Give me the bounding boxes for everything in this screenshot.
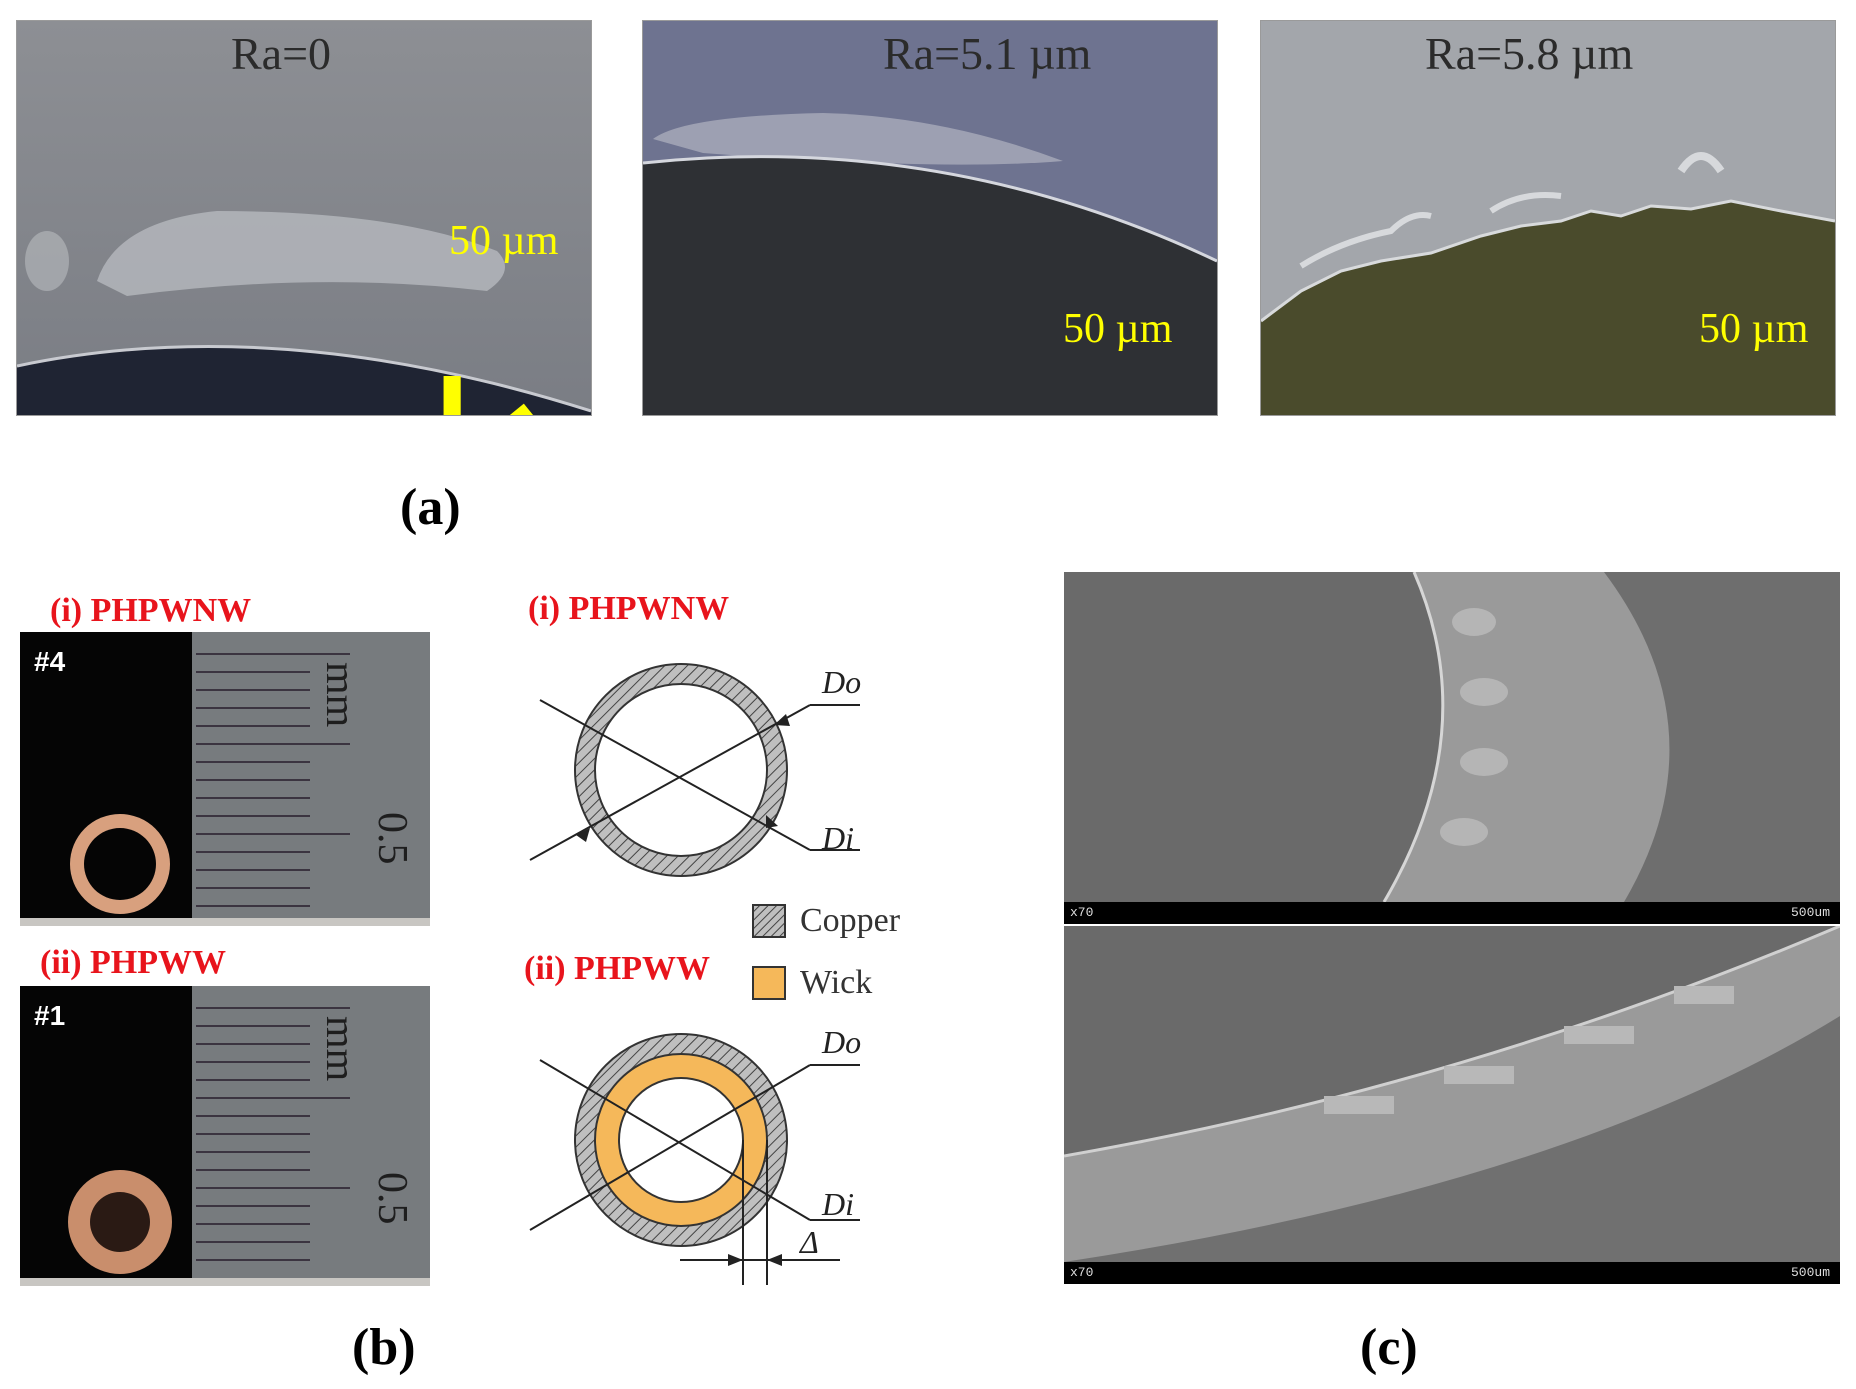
tube-photo-phpwnw: #4 mm 0.5 [20,632,430,926]
cross-section-diagram-phpwnw [529,663,860,877]
photo-title-phpwnw: (i) PHPWNW [50,592,252,629]
roughness-label: Ra=0 [231,28,332,79]
diagram-title-phpww: (ii) PHPWW [524,950,711,987]
cross-section-diagram-phpww [529,1033,860,1285]
scale-bar-label: 50 µm [1063,306,1173,352]
sem-image-bottom [1064,926,1840,1262]
scale-label: 500um [1790,905,1830,920]
sample-tag: #1 [34,1000,66,1031]
wick-thickness-label: Δ [800,1224,819,1260]
caption-c: (c) [1360,1319,1418,1376]
sem-image-ra0: Ra=0 50 µm [16,20,592,416]
ruler-unit: mm [317,1016,363,1082]
caption-b: (b) [352,1319,416,1376]
inner-diameter-label: Di [822,820,854,856]
sem-image-ra0-graphic [17,21,591,415]
sem-image-ra5-1: Ra=5.1 µm 50 µm [642,20,1218,416]
sem-image-top-graphic [1064,572,1840,924]
diagram-title-phpwnw: (i) PHPWNW [528,590,730,627]
tube-photo-graphic [20,632,430,926]
scale-label: 500um [1790,1265,1830,1280]
scale-bar-arrow [443,376,534,415]
tube-photo-phpww: #1 mm 0.5 [20,986,430,1286]
ruler-mark: 0.5 [369,812,415,865]
magnification-label: x70 [1070,1265,1094,1280]
outer-diameter-label: Do [822,664,862,700]
sample-tag: #4 [34,646,66,677]
roughness-label: Ra=5.1 µm [883,28,1092,79]
sem-image-top [1064,572,1840,924]
roughness-label: Ra=5.8 µm [1425,28,1634,79]
magnification-label: x70 [1070,905,1094,920]
outer-diameter-label: Do [822,1024,862,1060]
sem-image-bottom-graphic [1064,926,1840,1262]
legend-label-wick: Wick [800,964,873,1001]
sem-info-bar-bottom: x70 500um [1064,1262,1840,1284]
tube-photo-graphic [20,986,430,1286]
legend-swatch-copper [752,904,786,938]
legend-label-copper: Copper [800,902,901,939]
scale-bar-arrow [1689,343,1836,416]
sem-image-ra5-1-graphic [643,21,1217,415]
sem-image-ra5-8: Ra=5.8 µm 50 µm [1260,20,1836,416]
caption-a: (a) [400,479,461,536]
ruler-unit: mm [317,662,363,728]
inner-diameter-label: Di [822,1186,854,1222]
legend-swatch-wick [752,966,786,1000]
scale-bar-arrow [1053,343,1218,416]
sem-image-ra5-8-graphic [1261,21,1835,415]
ruler-mark: 0.5 [369,1172,415,1225]
sem-info-bar-top: x70 500um [1064,902,1840,924]
scale-bar-label: 50 µm [449,218,559,264]
photo-title-phpww: (ii) PHPWW [40,944,227,981]
scale-bar-label: 50 µm [1699,306,1809,352]
